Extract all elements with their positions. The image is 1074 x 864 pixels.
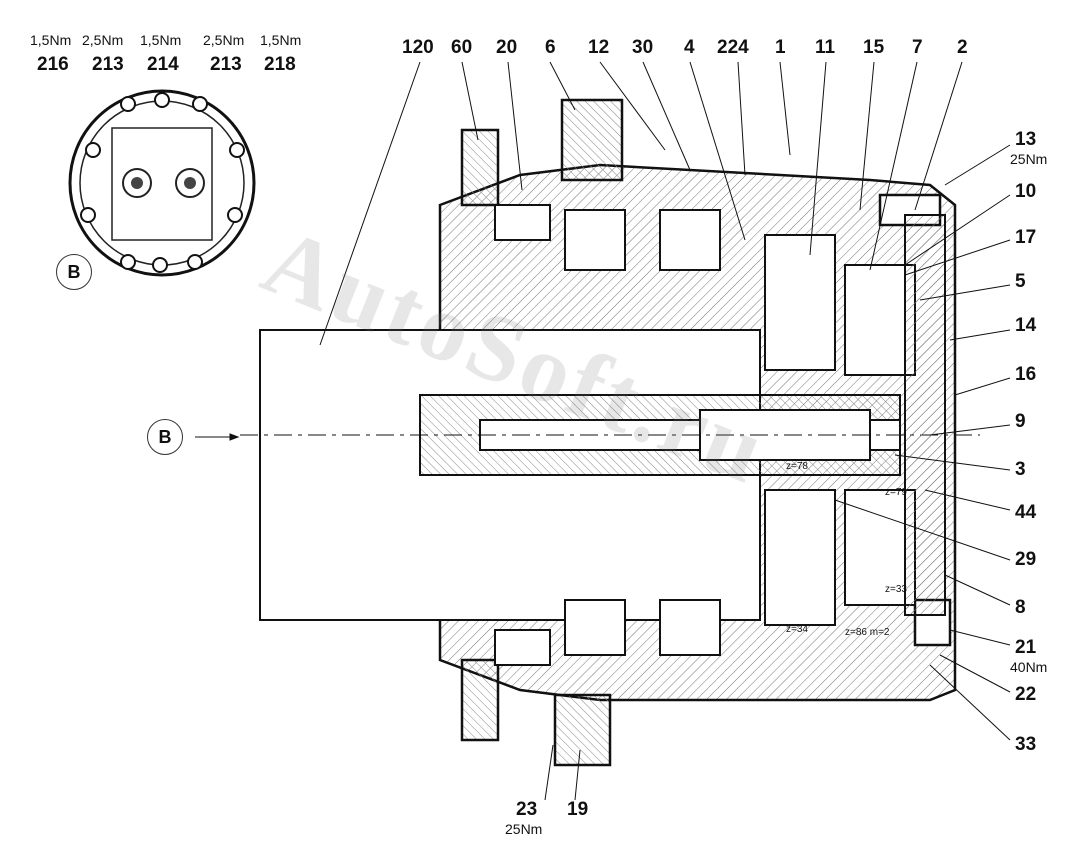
inset-view-b bbox=[68, 89, 256, 277]
callout-5: 5 bbox=[1015, 271, 1026, 292]
callout-20: 20 bbox=[496, 37, 518, 58]
callout-10: 10 bbox=[1015, 181, 1037, 202]
callout-44: 44 bbox=[1015, 502, 1037, 523]
gear-mark-z86: z=86 m=2 bbox=[845, 627, 890, 638]
callout-1: 1 bbox=[775, 37, 786, 58]
torque-21: 40Nm bbox=[1010, 659, 1048, 675]
inset-label-216: 216 bbox=[37, 54, 69, 75]
callout-29: 29 bbox=[1015, 549, 1037, 570]
inset-label-213b: 213 bbox=[210, 54, 242, 75]
view-b-label: B bbox=[56, 254, 92, 290]
bearings bbox=[494, 204, 721, 666]
callout-120: 120 bbox=[402, 37, 434, 58]
callout-8: 8 bbox=[1015, 597, 1026, 618]
planet-gears bbox=[764, 214, 946, 626]
inset-label-214: 214 bbox=[147, 54, 179, 75]
callout-4: 4 bbox=[684, 37, 695, 58]
shaft-assembly bbox=[240, 329, 980, 621]
leader-lines bbox=[195, 61, 1011, 801]
inset-torque-214: 1,5Nm bbox=[140, 32, 182, 48]
callout-23: 23 bbox=[516, 799, 538, 820]
callout-17: 17 bbox=[1015, 227, 1037, 248]
callout-7: 7 bbox=[912, 37, 923, 58]
callout-33: 33 bbox=[1015, 734, 1037, 755]
inset-label-218: 218 bbox=[264, 54, 296, 75]
inset-torque-213a: 2,5Nm bbox=[82, 32, 124, 48]
callout-11: 11 bbox=[815, 37, 836, 58]
gear-mark-z33: z=33 bbox=[885, 584, 907, 595]
gear-mark-z34: z=34 bbox=[786, 624, 808, 635]
callout-6: 6 bbox=[545, 37, 556, 58]
callout-22: 22 bbox=[1015, 684, 1037, 705]
callout-2: 2 bbox=[957, 37, 968, 58]
callout-60: 60 bbox=[451, 37, 473, 58]
inset-label-213a: 213 bbox=[92, 54, 124, 75]
inset-torque-213b: 2,5Nm bbox=[203, 32, 245, 48]
callout-15: 15 bbox=[863, 37, 885, 58]
torque-13: 25Nm bbox=[1010, 151, 1048, 167]
callout-13: 13 bbox=[1015, 129, 1037, 150]
gear-mark-z79: z=79 bbox=[885, 487, 907, 498]
callout-3: 3 bbox=[1015, 459, 1026, 480]
callout-224: 224 bbox=[717, 37, 749, 58]
inset-torque-218: 1,5Nm bbox=[260, 32, 302, 48]
callout-16: 16 bbox=[1015, 364, 1037, 385]
gear-mark-z78: z=78 bbox=[786, 461, 808, 472]
callout-14: 14 bbox=[1015, 315, 1037, 336]
callout-9: 9 bbox=[1015, 411, 1026, 432]
callout-21: 21 bbox=[1015, 637, 1037, 658]
callout-19: 19 bbox=[567, 799, 589, 820]
callout-30: 30 bbox=[632, 37, 654, 58]
view-b-arrow-label: B bbox=[147, 419, 183, 455]
torque-23: 25Nm bbox=[505, 821, 543, 837]
inset-torque-216: 1,5Nm bbox=[30, 32, 72, 48]
callout-12: 12 bbox=[588, 37, 610, 58]
